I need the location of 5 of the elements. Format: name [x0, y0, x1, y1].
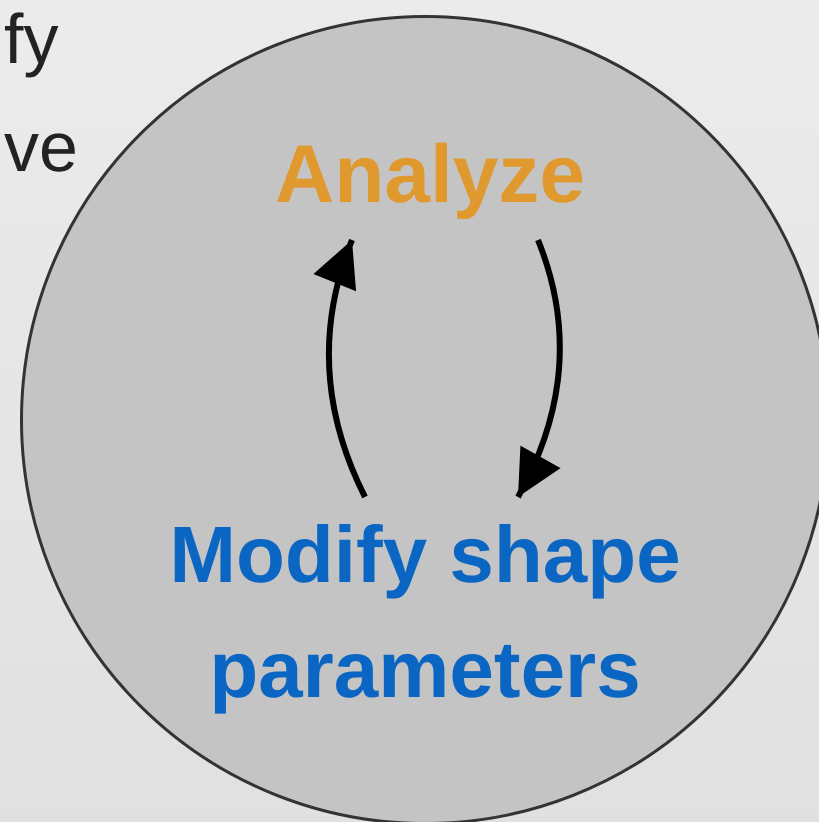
curved-arrow — [314, 238, 368, 498]
curved-arrow — [515, 238, 563, 498]
cropped-text: ve — [4, 112, 78, 182]
step-label: Analyze — [274, 128, 586, 222]
step-label: Modify shape parameters — [168, 509, 682, 716]
